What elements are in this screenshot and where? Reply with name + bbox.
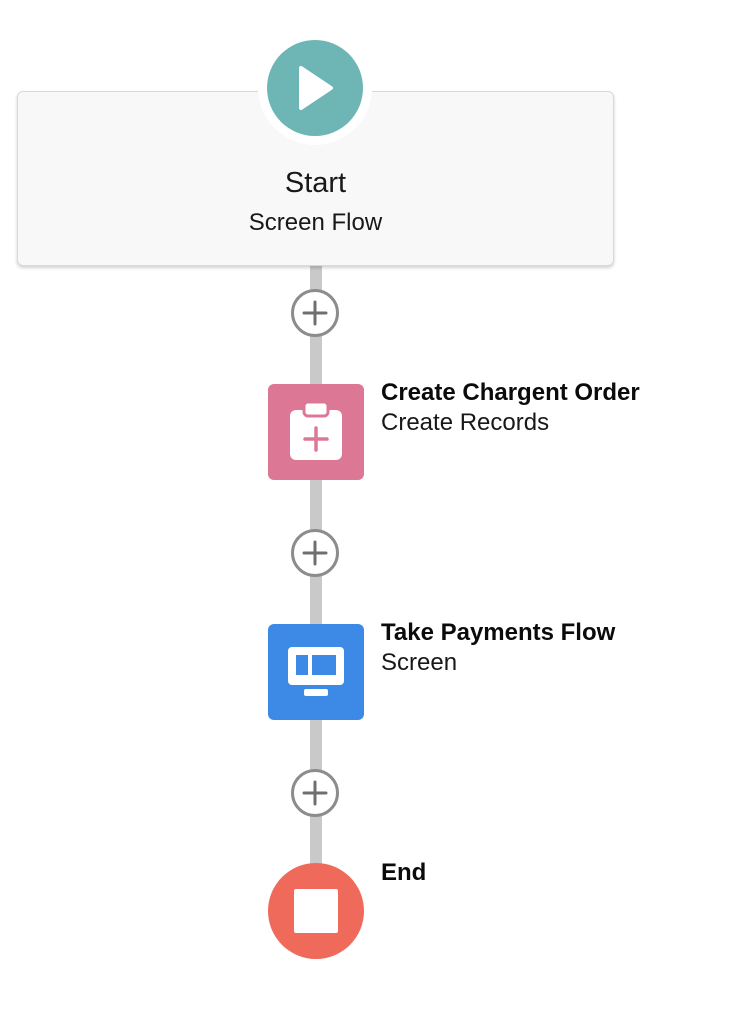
add-element-button[interactable] [291,769,339,817]
end-node-label: End [381,859,426,887]
plus-icon [302,300,328,326]
start-subtitle: Screen Flow [248,209,383,236]
node-subtitle: Screen [381,649,458,676]
add-element-button[interactable] [291,289,339,337]
clipboard-add-icon [290,402,342,460]
plus-icon [302,540,328,566]
node-title: Create Chargent Order [381,379,640,406]
end-title: End [381,859,427,886]
screen-node[interactable] [268,624,364,720]
start-title: Start [284,167,347,199]
add-element-button[interactable] [291,529,339,577]
plus-icon [302,780,328,806]
screen-icon [288,647,344,696]
end-node[interactable] [268,863,364,959]
create-records-node-label: Create Chargent Order Create Records [381,379,640,439]
create-records-node[interactable] [268,384,364,480]
start-element-card[interactable]: Start Screen Flow [17,91,614,266]
node-subtitle: Create Records [381,409,550,436]
start-node[interactable] [267,40,363,136]
play-icon [299,66,333,110]
screen-node-label: Take Payments Flow Screen [381,619,615,679]
node-title: Take Payments Flow [381,619,616,646]
stop-icon [294,889,338,933]
